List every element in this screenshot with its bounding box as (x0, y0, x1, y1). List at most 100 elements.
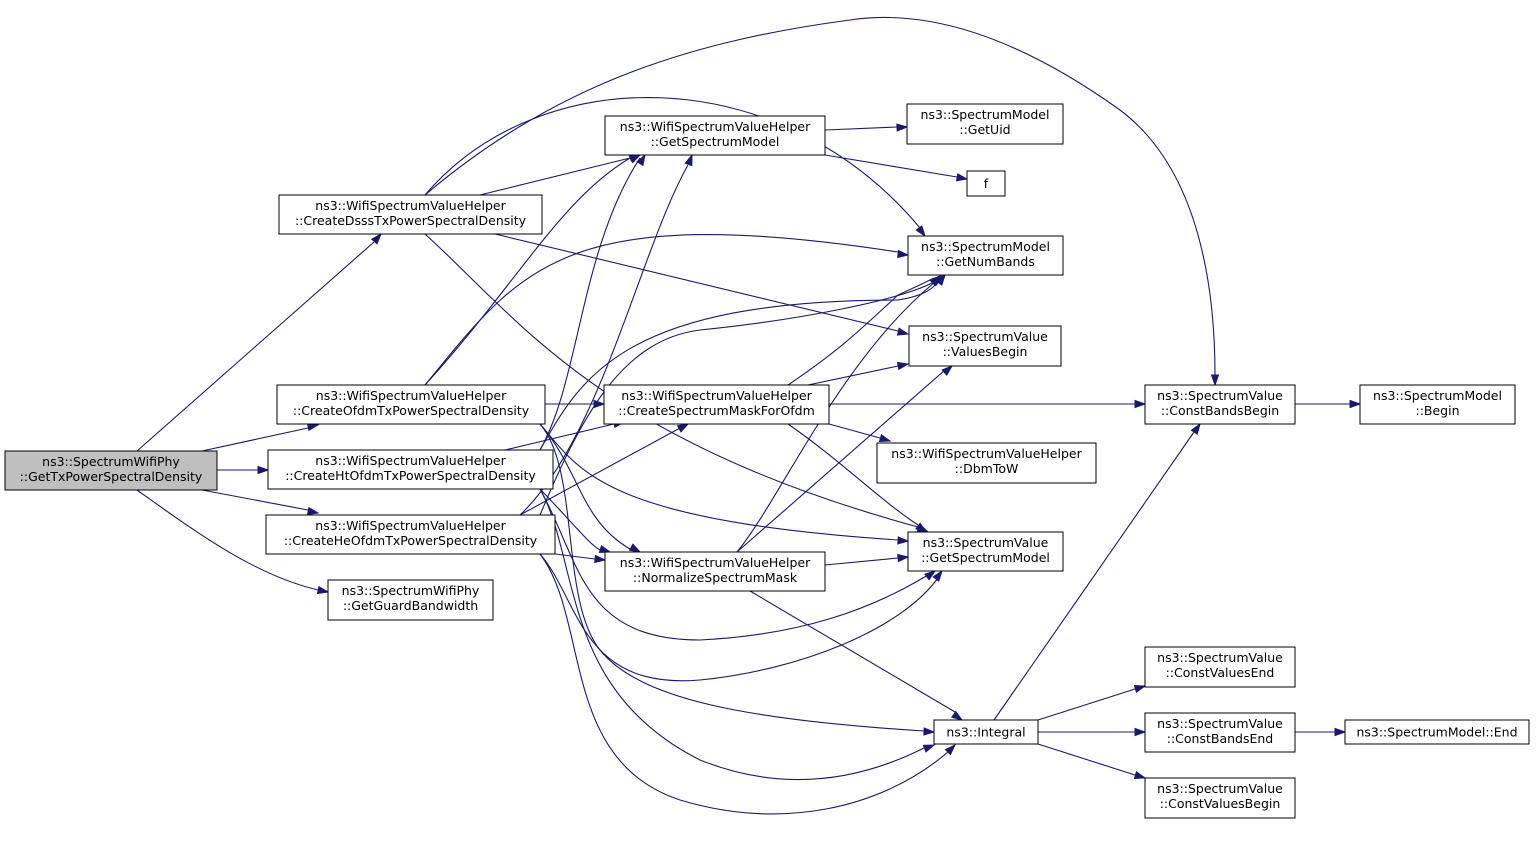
node-root: ns3::SpectrumWifiPhy::GetTxPowerSpectral… (4, 450, 218, 491)
node-label-line: ns3::WifiSpectrumValueHelper (315, 453, 506, 468)
edge-line (824, 557, 899, 566)
node-normalize[interactable]: ns3::WifiSpectrumValueHelper::NormalizeS… (604, 551, 826, 592)
arrowhead (897, 536, 910, 545)
edge-htofdm-to-createmask (504, 419, 626, 451)
edge-normalize-to-integral (749, 590, 964, 721)
arrowhead (924, 570, 937, 581)
node-smbegin[interactable]: ns3::SpectrumModel::Begin (1359, 384, 1516, 425)
node-box (876, 442, 1097, 484)
node-getuid[interactable]: ns3::SpectrumModel::GetUid (906, 103, 1064, 145)
arrowhead (915, 225, 926, 238)
edge-getspecmodel-to-getuid (824, 123, 909, 132)
node-integral[interactable]: ns3::Integral (933, 719, 1039, 745)
arrowhead (1210, 374, 1220, 387)
edge-dsss-to-getnumbands (424, 97, 926, 238)
arrowhead (878, 433, 892, 443)
node-f[interactable]: f (966, 170, 1006, 197)
node-svgetspecmodel[interactable]: ns3::SpectrumValue::GetSpectrumModel (907, 531, 1064, 572)
node-valuesbegin[interactable]: ns3::SpectrumValue::ValuesBegin (908, 325, 1062, 367)
node-label-line: ns3::SpectrumModel (921, 239, 1050, 254)
arrowhead (257, 465, 270, 475)
edge-integral-to-constvaluesend (1037, 684, 1147, 721)
edge-getspecmodel-to-f (824, 154, 969, 182)
arrowhead (684, 153, 693, 167)
edge-line (824, 126, 898, 131)
edge-line (824, 154, 958, 178)
node-label-line: ::ConstValuesEnd (1166, 665, 1275, 680)
edge-ofdm-to-normalize (539, 423, 642, 553)
node-dsss[interactable]: ns3::WifiSpectrumValueHelper::CreateDsss… (278, 194, 543, 235)
arrowhead (1334, 727, 1347, 737)
edge-htofdm-to-integral (539, 488, 936, 781)
arrowhead (306, 422, 320, 432)
nodes-layer: ns3::SpectrumWifiPhy::GetTxPowerSpectral… (4, 103, 1530, 819)
edge-line (479, 157, 631, 196)
edge-createmask-to-valuesbegin (807, 361, 910, 386)
arrowhead (932, 569, 943, 582)
edge-integral-to-constbandsend (1038, 727, 1147, 737)
node-label-line: ns3::SpectrumValue (922, 329, 1048, 344)
arrowhead (931, 275, 944, 286)
node-label-line: f (984, 176, 989, 191)
edge-line (787, 277, 935, 386)
node-box (1144, 384, 1296, 425)
edge-line (828, 423, 881, 439)
arrowhead (598, 544, 612, 554)
node-label-line: ::CreateDsssTxPowerSpectralDensity (295, 213, 527, 228)
edge-normalize-to-getnumbands (736, 275, 944, 553)
node-dbmtow[interactable]: ns3::WifiSpectrumValueHelper::DbmToW (876, 442, 1097, 484)
edge-line (539, 279, 941, 451)
edge-line (749, 590, 956, 713)
edge-line (539, 553, 949, 815)
arrowhead (897, 553, 910, 563)
node-constvaluesbegin[interactable]: ns3::SpectrumValue::ConstValuesBegin (1144, 777, 1296, 819)
node-box (966, 170, 1006, 197)
arrowhead (676, 423, 690, 433)
edge-root-to-dsss (136, 232, 382, 452)
node-label-line: ::NormalizeSpectrumMask (633, 570, 798, 585)
node-box (276, 384, 546, 425)
node-label-line: ns3::WifiSpectrumValueHelper (891, 446, 1082, 461)
edge-line (787, 423, 919, 526)
edge-root-to-heofdm (201, 489, 320, 516)
edge-heofdm-to-integral (539, 553, 957, 815)
edge-integral-to-constbandsbegin (993, 422, 1201, 721)
arrowhead (316, 585, 330, 595)
node-label-line: ::GetGuardBandwidth (343, 598, 478, 613)
arrowhead (944, 743, 957, 756)
edge-line (424, 234, 899, 386)
arrowhead (897, 249, 910, 259)
node-getnumbands[interactable]: ns3::SpectrumModel::GetNumBands (907, 235, 1064, 276)
node-constbandsend[interactable]: ns3::SpectrumValue::ConstBandsEnd (1144, 712, 1296, 753)
edge-line (539, 423, 899, 541)
node-getspecmodel[interactable]: ns3::WifiSpectrumValueHelper::GetSpectru… (604, 115, 826, 156)
arrowhead (941, 365, 954, 377)
node-box (1144, 712, 1296, 753)
node-constvaluesend[interactable]: ns3::SpectrumValue::ConstValuesEnd (1144, 646, 1296, 688)
node-label-line: ns3::SpectrumValue (1157, 716, 1283, 731)
arrowhead (306, 506, 320, 516)
node-label-line: ::ConstValuesBegin (1160, 796, 1281, 811)
edge-line (424, 16, 1216, 376)
edge-line (539, 488, 929, 641)
node-box (278, 194, 543, 235)
node-heofdm[interactable]: ns3::WifiSpectrumValueHelper::CreateHeOf… (265, 514, 556, 555)
edge-constbandsbegin-to-smbegin (1295, 399, 1362, 409)
node-createmask[interactable]: ns3::WifiSpectrumValueHelper::CreateSpec… (603, 384, 830, 425)
edge-integral-to-constvaluesbegin (1037, 743, 1147, 780)
node-htofdm[interactable]: ns3::WifiSpectrumValueHelper::CreateHtOf… (267, 449, 554, 490)
node-label-line: ns3::SpectrumValue (923, 535, 1049, 550)
node-box (4, 450, 218, 491)
node-guardbw[interactable]: ns3::SpectrumWifiPhy::GetGuardBandwidth (327, 579, 494, 621)
arrowhead (1133, 770, 1147, 780)
node-constbandsbegin[interactable]: ns3::SpectrumValue::ConstBandsBegin (1144, 384, 1296, 425)
edge-line (504, 423, 615, 451)
arrowhead (950, 710, 964, 721)
node-smend[interactable]: ns3::SpectrumModel::End (1344, 719, 1530, 745)
node-ofdm[interactable]: ns3::WifiSpectrumValueHelper::CreateOfdm… (276, 384, 546, 425)
edge-line (539, 488, 925, 781)
edge-line (1037, 688, 1136, 721)
edge-line (201, 489, 309, 511)
node-label-line: ns3::WifiSpectrumValueHelper (621, 388, 812, 403)
